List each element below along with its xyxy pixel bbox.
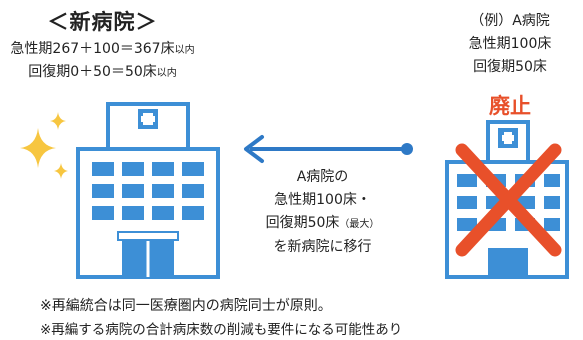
transfer-arrow-icon (244, 135, 413, 163)
new-hospital-acute-beds: 急性期267＋100＝367床以内 (10, 41, 195, 57)
new-hospital-building-icon (76, 102, 220, 279)
cross-icon (455, 143, 562, 257)
example-hospital-acute-beds: 急性期100床 (468, 36, 552, 52)
transfer-line-2: 急性期100床・ (274, 192, 371, 208)
transfer-line-4: を新病院に移行 (273, 239, 372, 255)
sparkle-icon (20, 112, 68, 179)
new-hospital-recovery-beds: 回復期0＋50＝50床以内 (28, 64, 177, 80)
transfer-line-1: A病院の (296, 169, 349, 185)
example-hospital-recovery-beds: 回復期50床 (473, 59, 547, 75)
note-2: ※再編する病院の合計病床数の削減も要件になる可能性あり (40, 322, 403, 338)
transfer-description: A病院の 急性期100床・ 回復期50床（最大） を新病院に移行 (235, 166, 410, 259)
new-hospital-title: ＜新病院＞ (47, 10, 158, 34)
example-hospital-label: （例）A病院 (470, 13, 550, 29)
note-1: ※再編統合は同一医療圏内の病院同士が原則。 (40, 298, 332, 314)
abolished-label: 廃止 (489, 94, 531, 118)
transfer-line-3: 回復期50床（最大） (265, 215, 380, 231)
